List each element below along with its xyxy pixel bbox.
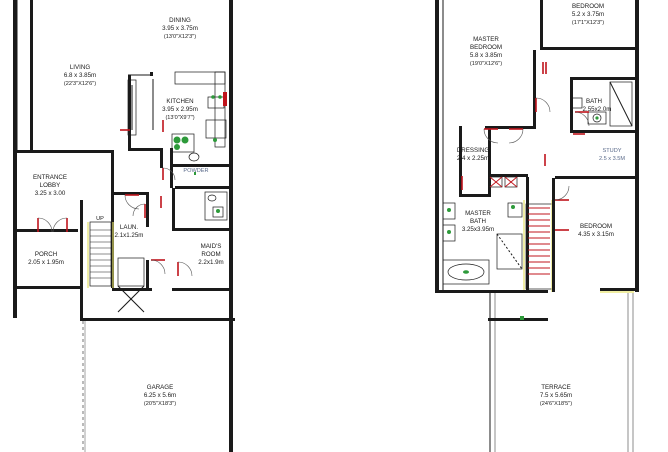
dining-label: DINING [169,17,191,24]
bedroom-top-imperial: (17'1"X12'3") [572,20,604,26]
laundry-label: LAUN. [120,224,139,231]
terrace-imperial: (24'6"X18'5") [540,401,572,407]
entrance-size: 3.25 x 3.00 [35,190,66,197]
garage-label: GARAGE [147,384,173,391]
porch-label: PORCH [35,251,57,258]
kitchen-imperial: (13'0"X9'7") [165,115,194,121]
terrace-label: TERRACE [541,384,571,391]
ff-right-wall [635,0,639,292]
master-bedroom-imperial: (19'0"X12'6") [470,61,502,67]
living-imperial: (22'3"X12'6") [64,81,96,87]
gf-left-wall [13,0,17,318]
gf-lobby-top-wall [13,150,111,153]
maids-label: MAID'S [201,243,222,250]
gf-kitchen-wall [128,75,131,150]
living-size: 6.8 x 3.85m [64,72,96,79]
gf-stair [87,221,145,313]
maids-size: 2.2x1.9m [198,259,223,266]
dining-size: 3.95 x 3.75m [162,25,198,32]
dining-imperial: (13'0"X12'3") [164,34,196,40]
ground-floor-plan: DINING 3.95 x 3.75m (13'0"X12'3") LIVING… [13,0,235,452]
lobby-label: LOBBY [40,182,61,189]
bedroom-right-size: 4.35 x 3.15m [578,231,614,238]
dressing-label: DRESSING [457,147,490,154]
bedroom-right-label: BEDROOM [580,223,612,230]
ff-doors [461,62,590,231]
dressing-size: 2.4 x 2.25m [457,155,489,162]
bedroom-top-label: BEDROOM [572,3,604,10]
ff-left-wall [435,0,439,292]
study-label: STUDY [603,148,622,154]
maids-room-label: ROOM [201,251,220,258]
master-bath-label-2: BATH [470,218,486,225]
terrace-size: 7.5 x 5.65m [540,392,572,399]
stair-up-tag: UP [96,216,104,222]
bath-size: 2.55x2.0m [583,106,612,113]
living-label: LIVING [70,64,90,71]
gf-doors [37,120,193,277]
powder-label: POWDER [183,168,208,174]
entrance-label: ENTRANCE [33,174,67,181]
gf-living-left-wall [30,0,33,150]
laundry-size: 2.1x1.25m [115,232,144,239]
garage-imperial: (20'5"X18'3") [144,401,176,407]
porch-size: 2.05 x 1.95m [28,259,64,266]
study-size: 2.5 x 3.5M [599,156,625,162]
master-bath-label: MASTER [465,210,491,217]
kitchen-size: 3.95 x 2.95m [162,106,198,113]
master-bath-size: 3.25x3.95m [462,226,494,233]
master-bedroom-label: MASTER [473,36,499,43]
master-bedroom-label-2: BEDROOM [470,44,502,51]
bedroom-top-size: 5.2 x 3.75m [572,11,604,18]
garage-size: 6.25 x 5.6m [144,392,176,399]
master-bedroom-size: 5.8 x 3.85m [470,52,502,59]
first-floor-plan: BEDROOM 5.2 x 3.75m (17'1"X12'3") MASTER… [435,0,639,452]
kitchen-label: KITCHEN [166,98,193,105]
bath-label: BATH [586,98,602,105]
gf-right-wall [229,0,233,452]
